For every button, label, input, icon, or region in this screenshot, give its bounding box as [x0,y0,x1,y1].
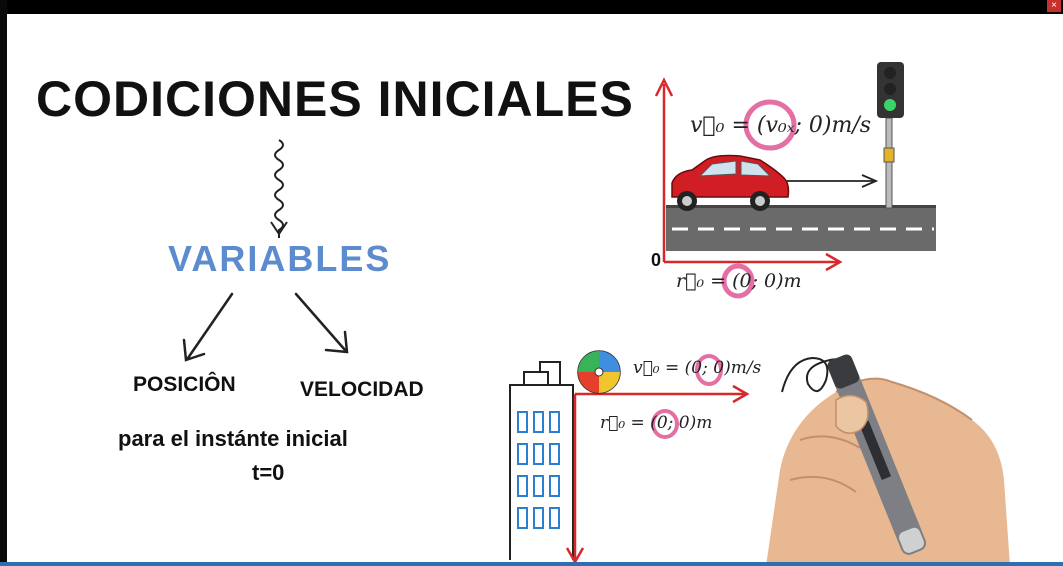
squiggle-arrow-icon [270,139,288,238]
branch-arrow-left-icon [182,292,234,362]
close-icon[interactable]: × [1047,0,1061,12]
car-position-equation: r⃗₀ = (0; 0)m [676,270,802,292]
car-icon [671,154,790,211]
progress-bar[interactable] [0,562,1063,566]
scribble-icon [781,356,851,393]
branch-arrow-right-icon [294,292,349,354]
instante-caption: para el instánte inicial [118,426,348,451]
window-top-bar [0,0,1063,14]
car-velocity-equation: v⃗₀ = (v₀ₓ; 0)m/s [690,113,872,138]
t-zero-caption: t=0 [252,460,285,485]
building-icon [509,361,574,560]
slide-title: CODICIONES INICIALES [36,71,634,127]
highlight-circle-icon [651,354,723,439]
highlight-circle-icon [721,99,797,299]
motion-arrow-icon [786,174,879,188]
beach-ball-icon [577,350,621,394]
velocidad-label: VELOCIDAD [300,378,424,401]
traffic-light-icon [877,62,904,209]
hand-with-marker-icon [766,354,1010,566]
posicion-label: POSICIÔN [133,373,236,396]
window-left-border [0,0,7,566]
origin-label: 0 [651,250,662,270]
car-axes-icon [654,77,843,272]
road-icon [666,205,936,251]
ball-velocity-equation: v⃗₀ = (0; 0)m/s [633,358,762,378]
variables-heading: VARIABLES [168,238,392,279]
ball-position-equation: r⃗₀ = (0; 0)m [600,413,713,433]
